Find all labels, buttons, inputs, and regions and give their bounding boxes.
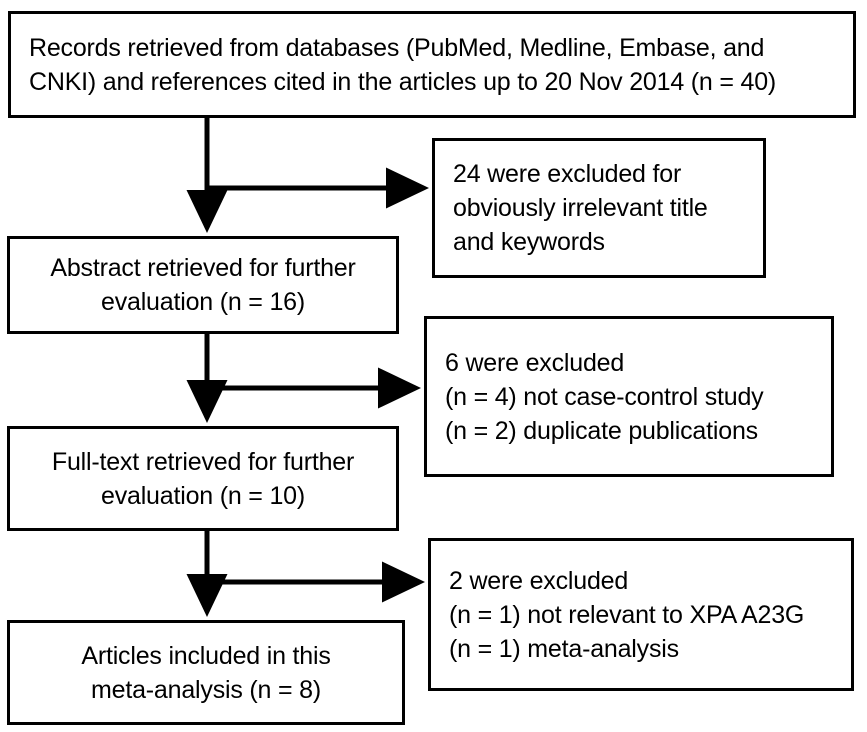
excluded-fulltext-stage-box: 2 were excluded (n = 1) not relevant to … <box>428 538 854 691</box>
records-line-2: CNKI) and references cited in the articl… <box>29 67 777 96</box>
included-line-1: Articles included in this <box>81 641 331 670</box>
excluded-1-line-2: obviously irrelevant title <box>453 194 708 222</box>
excluded-2-line-3: (n = 2) duplicate publications <box>445 416 758 445</box>
abstract-retrieved-box: Abstract retrieved for further evaluatio… <box>7 236 399 334</box>
excluded-3-line-3: (n = 1) meta-analysis <box>449 634 679 663</box>
excluded-2-line-2: (n = 4) not case-control study <box>445 382 764 411</box>
records-retrieved-box: Records retrieved from databases (PubMed… <box>8 11 856 118</box>
abstract-line-1: Abstract retrieved for further <box>50 254 356 282</box>
excluded-1-line-3: and keywords <box>453 228 605 256</box>
excluded-3-line-1: 2 were excluded <box>449 566 629 595</box>
excluded-1-line-1: 24 were excluded for <box>453 160 682 188</box>
articles-included-box: Articles included in this meta-analysis … <box>7 620 405 725</box>
abstract-line-2: evaluation (n = 16) <box>101 288 305 316</box>
excluded-title-keywords-box: 24 were excluded for obviously irrelevan… <box>432 138 766 278</box>
excluded-abstract-stage-box: 6 were excluded (n = 4) not case-control… <box>424 316 834 477</box>
fulltext-line-1: Full-text retrieved for further <box>51 447 355 476</box>
included-line-2: meta-analysis (n = 8) <box>91 675 321 704</box>
excluded-3-line-2: (n = 1) not relevant to XPA A23G <box>449 600 805 629</box>
excluded-2-line-1: 6 were excluded <box>445 348 625 377</box>
fulltext-line-2: evaluation (n = 10) <box>101 481 305 510</box>
records-line-1: Records retrieved from databases (PubMed… <box>29 33 765 62</box>
fulltext-retrieved-box: Full-text retrieved for further evaluati… <box>7 426 399 531</box>
